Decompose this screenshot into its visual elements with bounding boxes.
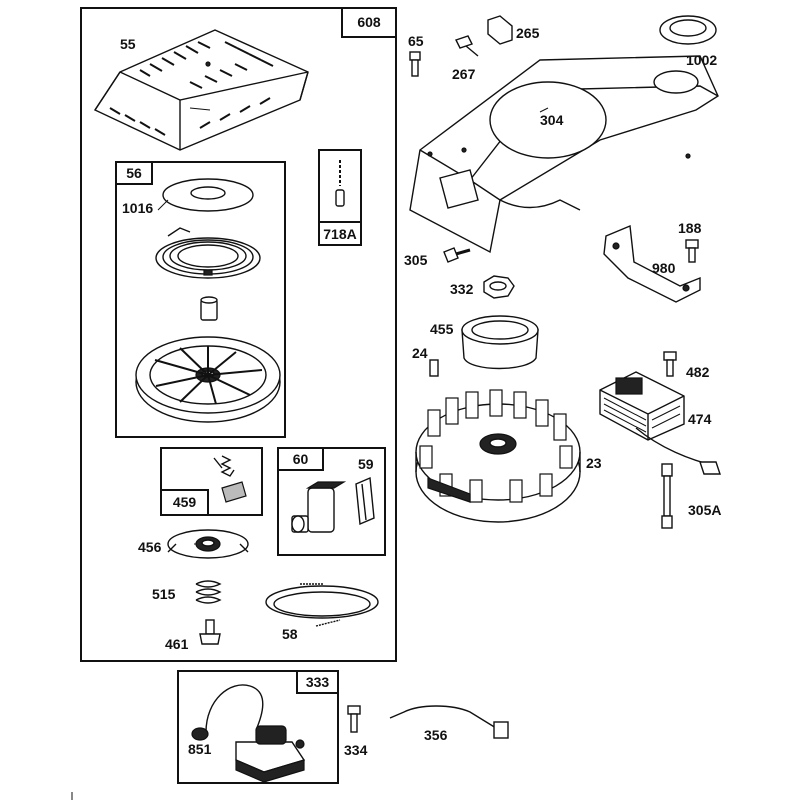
label-305a: 305A [688,502,722,518]
pawl-spring-part [213,455,235,477]
screw-482-part [663,351,677,377]
kit-60-label: 60 [292,451,309,467]
kit-608-frame [80,7,397,662]
label-267: 267 [452,66,476,82]
screw-188-part [685,239,699,263]
label-456: 456 [138,539,162,555]
pulley-part [135,336,281,423]
kit-56-label: 56 [126,165,142,181]
label-23: 23 [586,455,602,471]
kit-333-frame [177,670,339,784]
flywheel-key-part [429,359,439,377]
label-515: 515 [152,586,176,602]
label-305: 305 [404,252,428,268]
ignition-armature-part [599,371,721,475]
bracket-part [603,224,701,303]
label-851: 851 [188,741,212,757]
screw-305-part [443,247,471,263]
label-356: 356 [424,727,448,743]
clip-part [487,15,513,45]
flywheel-nut-part [483,275,515,299]
label-304: 304 [540,112,564,128]
pin-part [335,160,345,207]
retainer-spring-part [195,580,222,604]
label-482: 482 [686,364,710,380]
starter-clutch-part [291,481,347,533]
kit-333-label: 333 [305,674,330,690]
starter-rope-part [265,583,379,627]
screw-65-part [409,51,421,77]
label-65: 65 [408,33,424,49]
ignition-coil-part [191,684,306,783]
pawl-part [221,481,247,503]
kit-718a-label: 718A [323,226,357,242]
label-188: 188 [678,220,702,236]
screw-334-part [347,705,361,733]
kit-718a-frame [318,149,362,246]
pawl-retainer-part [167,529,249,559]
label-980: 980 [652,260,676,276]
kit-459-label: 459 [172,494,197,510]
spring-cup-part [162,178,254,212]
label-55: 55 [120,36,136,52]
rewind-cover-part [93,29,309,151]
recoil-spring-part [155,227,261,279]
label-474: 474 [688,411,712,427]
screw-267-part [455,35,479,57]
grommet-part [659,15,717,45]
label-332: 332 [450,281,474,297]
label-461: 461 [165,636,189,652]
kit-60-frame [277,447,386,556]
flywheel-part [415,389,581,523]
retainer-part [355,476,375,526]
ground-wire-part [389,705,509,739]
starter-cup-part [461,315,539,370]
label-58: 58 [282,626,298,642]
label-24: 24 [412,345,428,361]
blower-housing-part [409,55,719,254]
stud-part [661,463,673,529]
label-1002: 1002 [686,52,718,68]
kit-459-frame [160,447,263,516]
label-455: 455 [430,321,454,337]
label-334: 334 [344,742,368,758]
label-59: 59 [358,456,374,472]
label-265: 265 [516,25,540,41]
kit-56-frame [115,161,286,438]
starter-dog-part [200,296,218,321]
kit-608-label: 608 [357,14,381,30]
label-1016: 1016 [122,200,154,216]
retainer-screw-part [199,619,221,645]
